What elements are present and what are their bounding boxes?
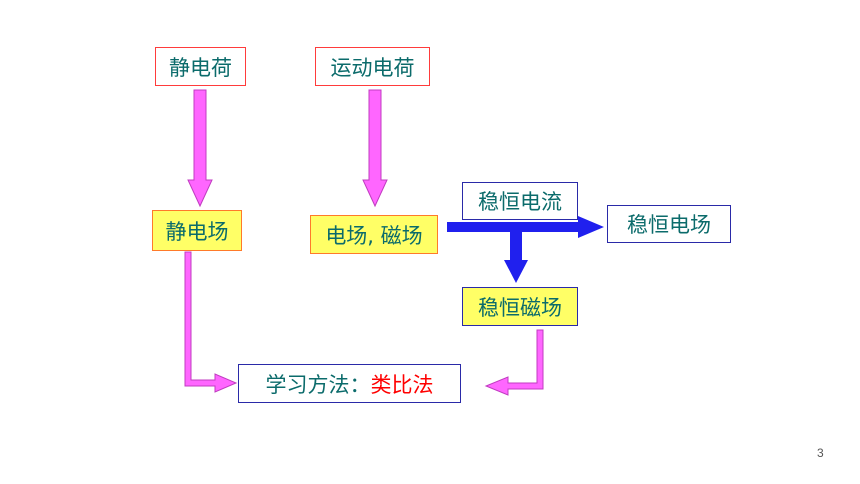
node-learning-method: 学习方法：类比法 <box>238 364 461 403</box>
arrow-fields-to-steady-electric-field <box>447 216 604 238</box>
node-steady-electric-field-label: 稳恒电场 <box>627 213 711 237</box>
node-steady-current: 稳恒电流 <box>462 182 578 220</box>
arrow-static-charge-to-field <box>187 89 213 208</box>
arrow-moving-charge-to-fields <box>362 89 388 208</box>
node-static-field-label: 静电场 <box>165 219 229 244</box>
page-number: 3 <box>817 446 824 460</box>
node-static-charge: 静电荷 <box>155 47 246 86</box>
node-static-charge-label: 静电荷 <box>169 55 232 80</box>
node-em-field-label: 电场, 磁场 <box>325 223 423 248</box>
node-steady-magnetic-field: 稳恒磁场 <box>462 287 578 326</box>
node-moving-charge-label: 运动电荷 <box>330 55 415 80</box>
node-steady-magnetic-field-label: 稳恒磁场 <box>478 295 562 320</box>
arrow-steady-magnetic-field-to-method <box>484 329 544 396</box>
method-value: 类比法 <box>370 372 434 397</box>
node-static-field: 静电场 <box>152 210 242 251</box>
node-em-field: 电场, 磁场 <box>310 215 438 254</box>
arrow-static-field-to-method <box>184 251 238 393</box>
arrow-down-to-steady-magnetic-field <box>504 230 528 283</box>
node-steady-electric-field: 稳恒电场 <box>607 205 731 243</box>
node-steady-current-label: 稳恒电流 <box>478 190 562 214</box>
method-prefix: 学习方法： <box>265 372 371 397</box>
node-moving-charge: 运动电荷 <box>315 47 430 86</box>
